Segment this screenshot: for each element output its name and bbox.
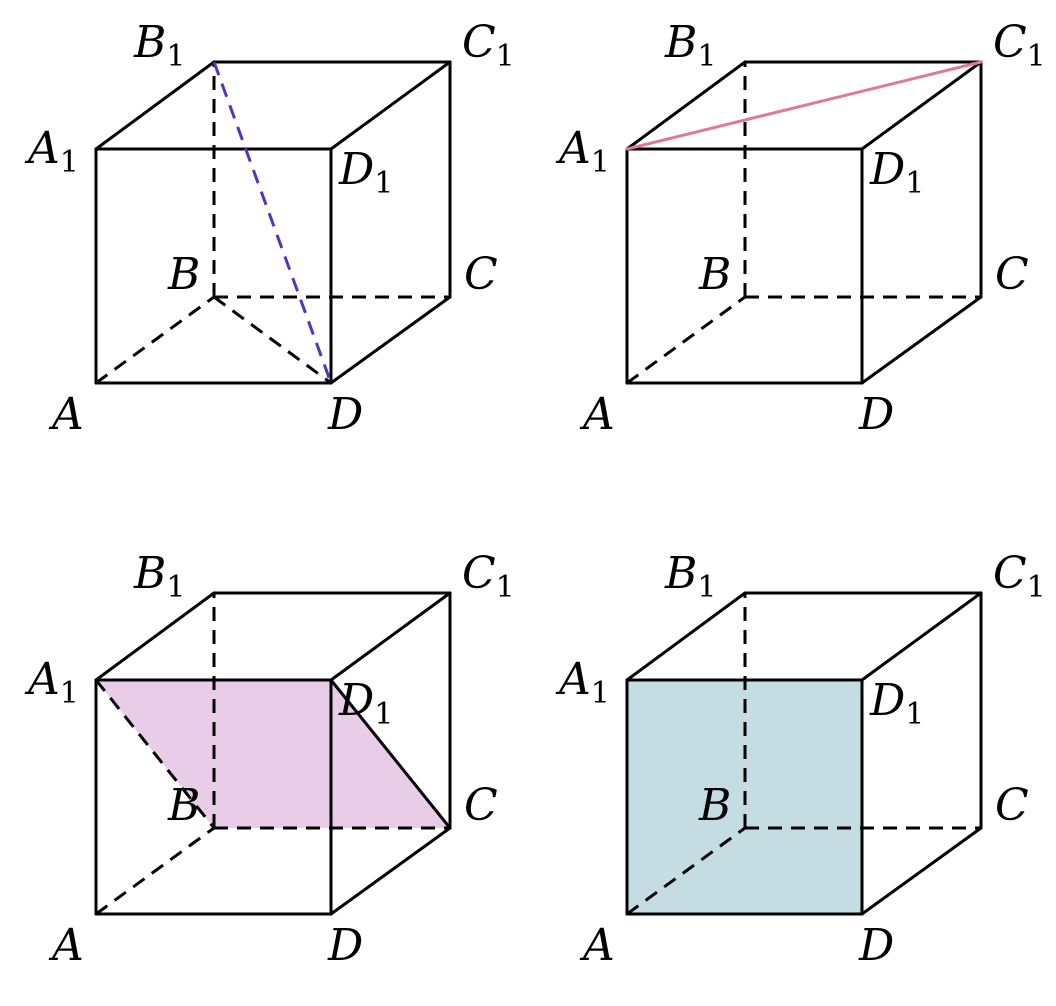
edge-d1-c1 <box>329 60 452 151</box>
vertex-label-b: B <box>167 249 200 300</box>
hidden-line-a1-b <box>94 679 216 829</box>
vertex-label-b: B <box>167 780 200 831</box>
vertex-label-c: C <box>995 780 1029 831</box>
vertex-label-d: D <box>858 920 894 971</box>
edge-a1-b1 <box>94 591 216 682</box>
vertex-label-c1: C1 <box>993 17 1046 74</box>
vertex-label-a: A <box>48 389 84 440</box>
edge-d-c <box>860 295 983 385</box>
edge-d-c <box>329 826 452 916</box>
vertex-label-a: A <box>579 920 615 971</box>
vertex-label-c1: C1 <box>462 17 515 74</box>
vertex-label-c: C <box>995 249 1029 300</box>
vertex-label-d1: D1 <box>338 675 393 732</box>
edge-d-c <box>860 826 983 916</box>
vertex-label-a1: A1 <box>24 123 79 180</box>
vertex-label-d: D <box>858 389 894 440</box>
hidden-line-b-d <box>213 295 332 385</box>
vertex-label-b1: B1 <box>664 17 716 74</box>
vertex-label-b: B <box>698 249 731 300</box>
vertex-label-b1: B1 <box>133 548 185 605</box>
vertex-label-d1: D1 <box>869 675 924 732</box>
vertex-label-a: A <box>48 920 84 971</box>
shaded-a1-d1-c-b <box>96 680 450 828</box>
hidden-edge-a-b <box>95 826 215 916</box>
edge-a1-b1 <box>94 60 216 151</box>
vertex-label-b: B <box>698 780 731 831</box>
vertex-label-d1: D1 <box>338 144 393 201</box>
edge-d1-c1 <box>329 591 452 682</box>
edge-d-c <box>329 295 452 385</box>
edge-a1-b1 <box>625 60 747 151</box>
edge-d1-c1 <box>860 591 983 682</box>
diagonal-a1-c1 <box>625 60 983 151</box>
edge-a1-b1 <box>625 591 747 682</box>
vertex-label-c1: C1 <box>993 548 1046 605</box>
vertex-label-a: A <box>579 389 615 440</box>
vertex-label-d1: D1 <box>869 144 924 201</box>
vertex-label-a1: A1 <box>24 654 79 711</box>
vertex-label-b1: B1 <box>664 548 716 605</box>
vertex-label-b1: B1 <box>133 17 185 74</box>
vertex-label-c1: C1 <box>462 548 515 605</box>
hidden-edge-a-b <box>626 295 746 385</box>
vertex-label-a1: A1 <box>555 123 610 180</box>
vertex-label-c: C <box>464 249 498 300</box>
vertex-label-c: C <box>464 780 498 831</box>
edge-d1-c1 <box>860 60 983 151</box>
vertex-label-d: D <box>327 920 363 971</box>
vertex-label-a1: A1 <box>555 654 610 711</box>
hidden-edge-a-b <box>95 295 215 385</box>
diagonal-b1-d <box>212 61 333 384</box>
line-d1-c <box>329 678 452 830</box>
hidden-edge-a-b <box>626 826 746 916</box>
vertex-label-d: D <box>327 389 363 440</box>
